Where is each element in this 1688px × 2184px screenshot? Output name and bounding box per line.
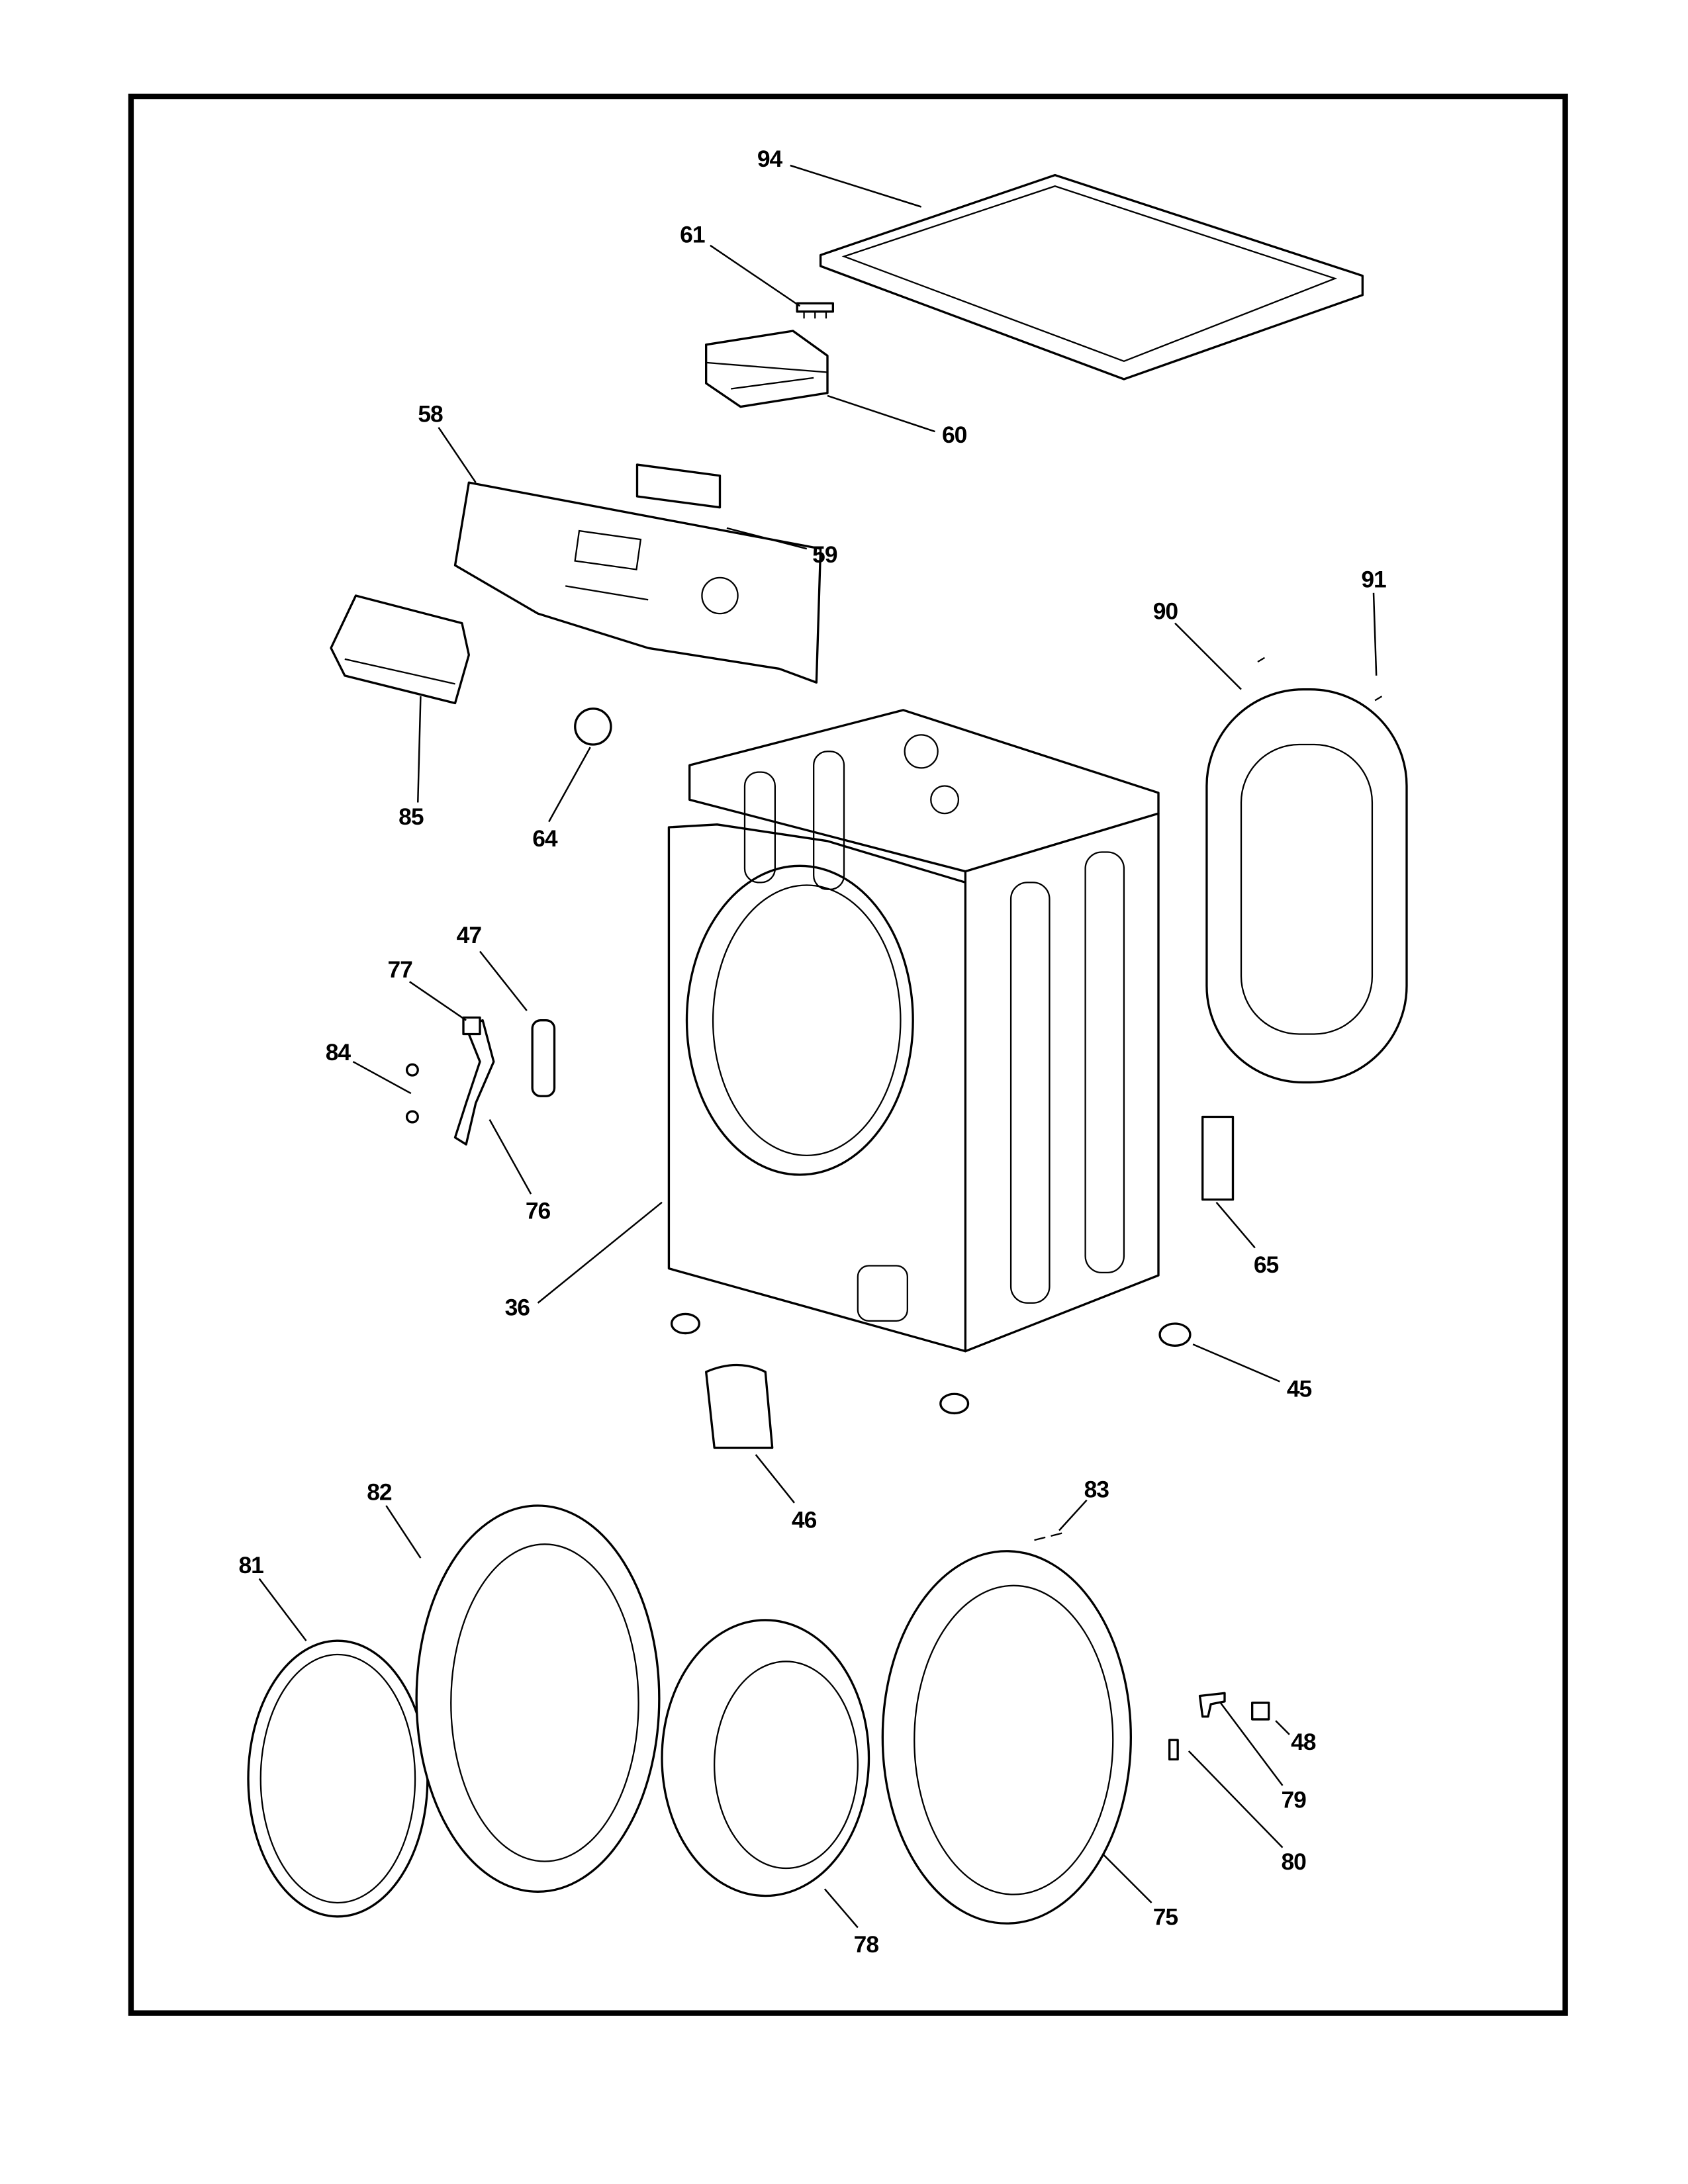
part-83-screws — [1034, 1532, 1062, 1541]
callout-64: 64 — [532, 825, 558, 852]
callout-75: 75 — [1153, 1903, 1178, 1930]
callout-85: 85 — [399, 803, 424, 830]
part-84-screw — [405, 1110, 419, 1124]
callout-78: 78 — [854, 1931, 879, 1958]
callout-76: 76 — [526, 1198, 551, 1224]
part-64-knob — [574, 707, 612, 746]
part-80-spring — [1168, 1739, 1179, 1760]
part-82-door-frame — [415, 1504, 661, 1893]
part-81-door-outer-ring — [247, 1639, 429, 1918]
callout-80: 80 — [1282, 1848, 1307, 1875]
callout-labels: 94 61 60 58 59 90 91 85 64 47 77 84 76 3… — [239, 146, 1387, 1958]
callout-58: 58 — [418, 401, 443, 428]
callout-90: 90 — [1153, 598, 1178, 624]
part-78-door-glass — [661, 1619, 870, 1897]
part-59-bracket — [635, 463, 722, 509]
part-45-foot — [939, 1392, 970, 1415]
part-76-hinge — [453, 1019, 495, 1146]
callout-60: 60 — [942, 422, 967, 448]
part-60-dispenser-block — [705, 330, 829, 408]
leader-lines — [258, 164, 1378, 1929]
part-94-top-panel — [819, 173, 1364, 381]
part-84-screw — [405, 1063, 419, 1077]
part-90-door-gasket — [1205, 688, 1408, 1084]
part-85-detergent-drawer — [330, 594, 470, 705]
callout-36: 36 — [505, 1294, 530, 1320]
part-45-foot — [1158, 1322, 1192, 1347]
callout-84: 84 — [326, 1039, 352, 1066]
callout-59: 59 — [812, 541, 837, 568]
part-48-latch-block — [1251, 1702, 1270, 1721]
part-75-door-inner-ring — [881, 1550, 1133, 1925]
part-79-latch-hook — [1198, 1692, 1226, 1718]
part-47-hinge-cover — [531, 1019, 556, 1097]
callout-77: 77 — [388, 956, 413, 983]
callout-48: 48 — [1291, 1729, 1316, 1755]
callout-81: 81 — [239, 1552, 264, 1578]
callout-45: 45 — [1287, 1375, 1312, 1402]
callout-65: 65 — [1254, 1251, 1279, 1278]
part-58-control-panel — [453, 481, 822, 684]
part-91-clip — [1374, 696, 1383, 702]
callout-94: 94 — [757, 146, 783, 172]
callout-61: 61 — [680, 222, 705, 248]
callout-91: 91 — [1361, 566, 1386, 592]
part-36-cabinet — [667, 709, 1160, 1353]
callout-82: 82 — [367, 1479, 392, 1506]
part-46-service-cover — [705, 1363, 774, 1449]
part-91-clip — [1257, 657, 1266, 662]
part-61-screws — [796, 302, 834, 319]
callout-47: 47 — [457, 922, 482, 948]
callout-79: 79 — [1282, 1786, 1307, 1813]
part-65-bracket — [1201, 1115, 1235, 1201]
callout-83: 83 — [1084, 1477, 1109, 1503]
part-45-foot — [670, 1312, 700, 1335]
callout-46: 46 — [792, 1506, 817, 1533]
diagram-border — [128, 93, 1568, 2016]
